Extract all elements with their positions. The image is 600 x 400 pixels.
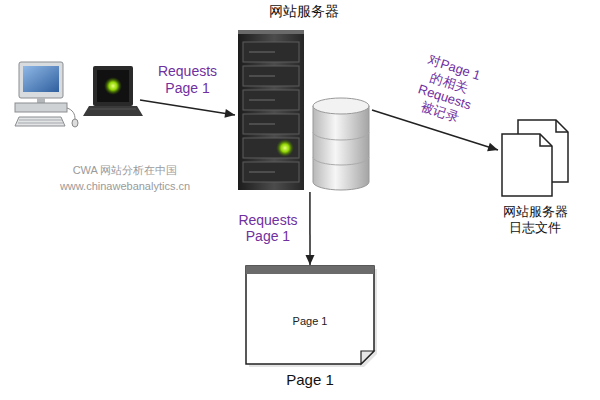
edge-label-holder: 对Page 1 的相关 Requests 被记录 [408,50,487,130]
page-caption: Page 1 [245,371,375,389]
text-holder: Page 1 [245,315,375,328]
text-holder: CWA 网站分析在中国 [35,164,215,177]
database-cylinder [313,98,369,190]
client-computers: CWA 网站分析在中国www.chinawebanalytics.cn [15,60,140,135]
page-inner-title: Page 1 [245,315,375,328]
page-window: Page 1Page 1 [245,265,375,365]
text-holder: 网站服务器 [235,3,372,20]
connector-line [309,192,311,265]
page-window [246,266,377,367]
computer-icons [15,62,143,127]
connector-arrow [305,192,314,265]
text-holder: www.chinawebanalytics.cn [35,180,215,193]
arrow-head [305,255,314,265]
arrow-head [487,143,498,152]
server-tower [238,30,304,190]
text-holder: 网站服务器 日志文件 [498,204,572,235]
watermark-text: CWA 网站分析在中国 [35,164,215,177]
log-files: 网站服务器 日志文件 [498,120,572,198]
edge-label-holder: Requests Page 1 [155,63,221,99]
edge-label: Requests Page 1 [155,63,221,99]
connector-arrow [140,100,235,118]
server-heading: 网站服务器 [235,3,372,20]
connector-line [140,100,235,115]
web-server: 网站服务器 [235,28,372,192]
log-file-icons [502,120,568,196]
edge-label: 对Page 1 的相关 Requests 被记录 [408,50,487,130]
watermark-url: www.chinawebanalytics.cn [35,180,215,193]
arrow-head [224,109,235,118]
edge-label-holder: Requests Page 1 [235,211,301,247]
log-file-caption: 网站服务器 日志文件 [498,204,572,235]
text-holder: Page 1 [245,371,375,389]
edge-label: Requests Page 1 [235,211,301,247]
